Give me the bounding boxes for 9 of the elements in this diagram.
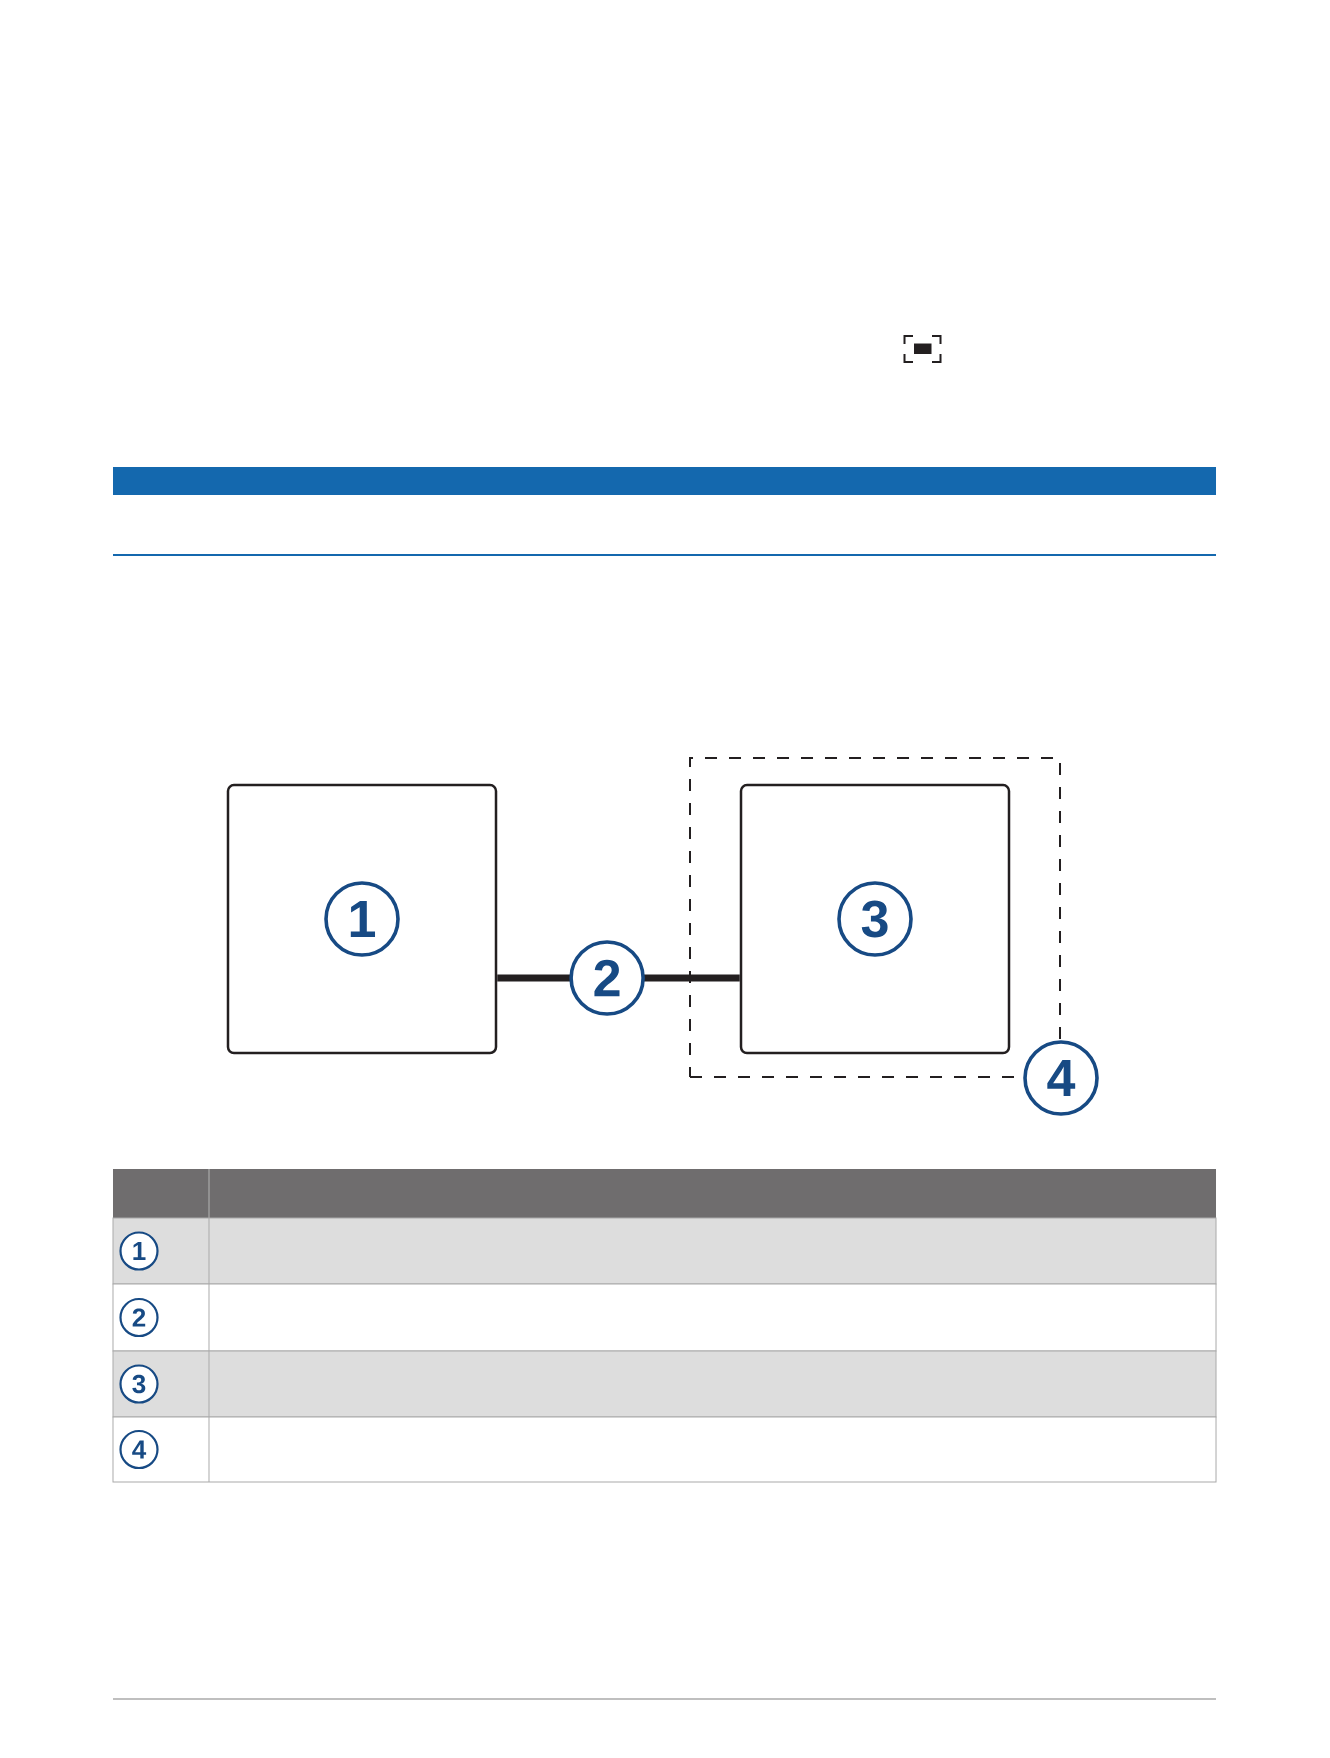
heading-bar — [113, 467, 1216, 495]
callout-number: 1 — [324, 881, 400, 957]
callout-number: 1 — [119, 1231, 159, 1271]
callout-number: 3 — [119, 1364, 159, 1404]
callout-number: 3 — [837, 881, 913, 957]
callout-number: 4 — [1023, 1040, 1099, 1116]
callout-number: 2 — [119, 1297, 159, 1338]
callout-number: 2 — [569, 940, 645, 1016]
callout-number: 4 — [119, 1429, 159, 1470]
